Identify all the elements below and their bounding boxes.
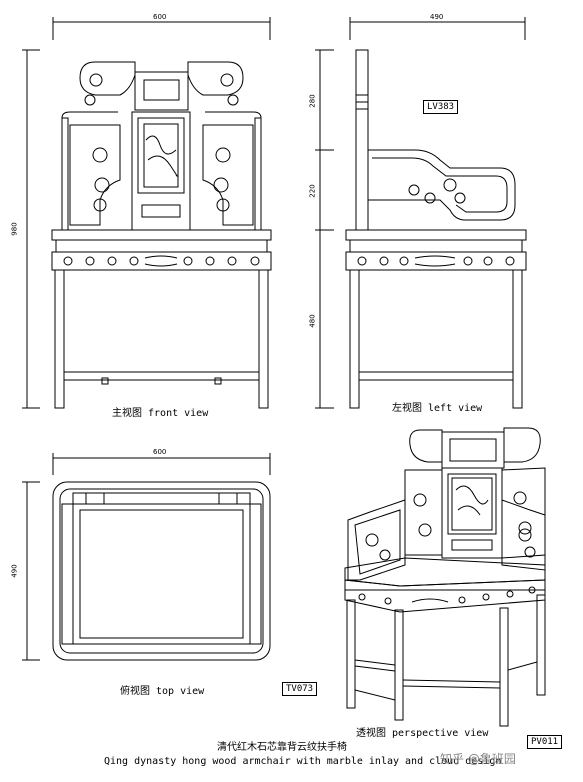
front-width-dimension: 600 (153, 13, 167, 21)
left-view-code: LV383 (423, 100, 459, 114)
caption-english: Qing dynasty hong wood armchair with mar… (104, 756, 502, 767)
left-view-label: 左视图 left view (392, 403, 483, 414)
front-height-dimension: 980 (10, 222, 19, 236)
left-depth-dimension: 490 (430, 13, 444, 21)
left-h3-dimension: 480 (308, 314, 317, 328)
perspective-view-drawing (344, 427, 546, 727)
left-view-drawing (315, 17, 527, 409)
left-h1-dimension: 280 (308, 94, 317, 108)
caption-chinese: 清代红木石芯靠背云纹扶手椅 (217, 742, 347, 753)
top-view-drawing (22, 453, 271, 661)
perspective-view-code: PV011 (527, 735, 563, 749)
top-view-code: TV073 (282, 682, 318, 696)
top-view-label: 俯视图 top view (120, 686, 205, 697)
left-h2-dimension: 220 (308, 184, 317, 198)
front-view-drawing (22, 17, 272, 409)
front-view-label: 主视图 front view (112, 408, 209, 419)
perspective-view-label: 透视图 perspective view (356, 728, 489, 739)
watermark: 知乎 @鲁班园 (440, 752, 516, 766)
top-depth-dimension: 490 (10, 564, 19, 578)
top-width-dimension: 600 (153, 448, 167, 456)
